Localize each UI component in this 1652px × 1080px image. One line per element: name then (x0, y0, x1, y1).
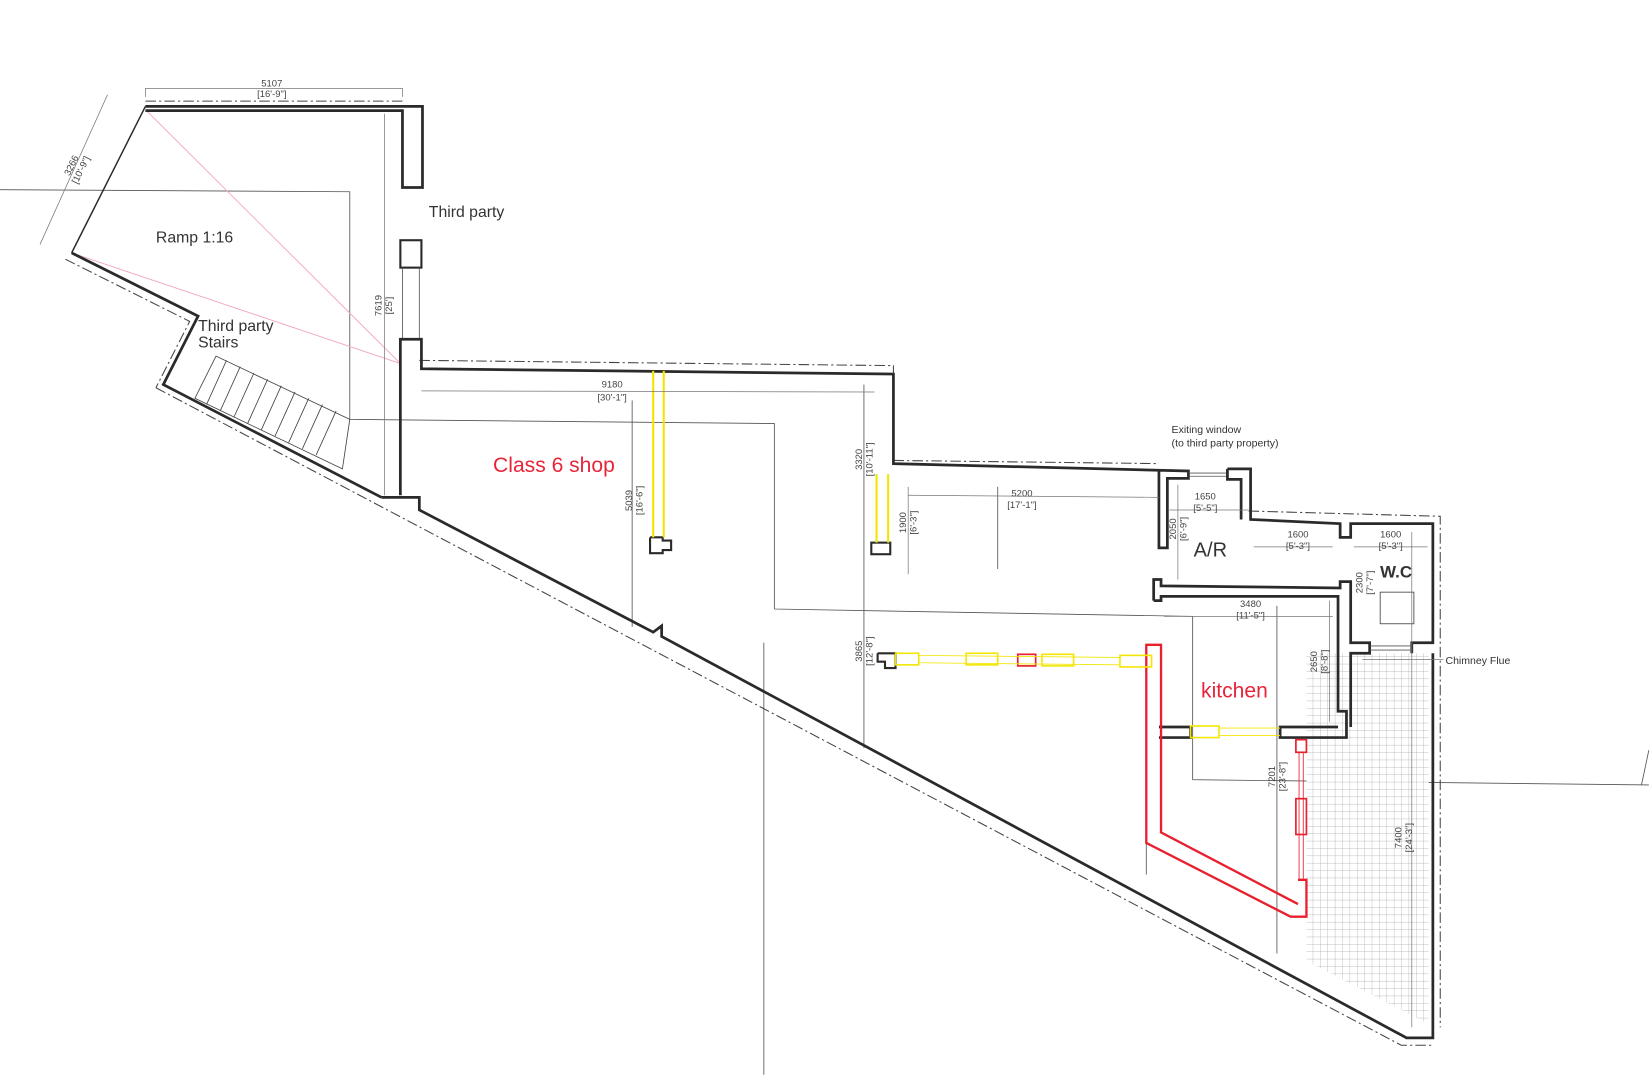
dim-1600-ar: 1600 (1287, 529, 1308, 540)
site-boundary (65, 100, 1441, 1046)
openings (652, 370, 1281, 739)
proposed-walls (1016, 643, 1308, 918)
ramp-label: Ramp 1:16 (156, 229, 233, 246)
existing-walls (70, 105, 1435, 1040)
dim-2050-imp: [6'-9"] (1178, 517, 1189, 541)
dim-1900: 1900 (898, 512, 909, 533)
dim-2650: 2650 (1309, 651, 1320, 672)
dim-2300: 2300 (1354, 572, 1365, 593)
third-party-label: Third party (429, 204, 505, 221)
stairs-label-line2: Stairs (198, 335, 238, 352)
dim-3480-imp: [11'-5"] (1236, 610, 1265, 621)
dim-5107-imp: [16'-9"] (257, 89, 286, 100)
dim-2650-imp: [8'-8"] (1320, 650, 1331, 674)
chimney-flue-label: Chimney Flue (1446, 655, 1511, 667)
third-party-stairs (194, 355, 351, 470)
window-note-line1: Exiting window (1172, 424, 1242, 436)
tiled-terrace (1306, 653, 1429, 1025)
dim-9180: 9180 (602, 380, 623, 391)
dim-1600-wc: 1600 (1380, 529, 1401, 540)
dimension-labels: 5107 [16'-9"] 3266 [10'-9"] 7619 [25'] 9… (62, 78, 1415, 852)
dim-1600-wc-imp: [5'-3"] (1379, 541, 1403, 552)
dim-2050: 2050 (1168, 518, 1179, 539)
dim-2300-imp: [7'-7"] (1365, 571, 1376, 595)
dim-3320: 3320 (854, 449, 865, 470)
window-note-line2: (to third party property) (1172, 438, 1279, 450)
dim-7201: 7201 (1267, 766, 1278, 787)
ramp-sight-lines (71, 111, 401, 364)
dim-3320-imp: [10'-11"] (864, 442, 875, 476)
dim-3865: 3865 (854, 641, 865, 662)
dim-9180-imp: [30'-1"] (597, 392, 626, 403)
reference-lines (0, 189, 1650, 1075)
dim-7619-imp: [25'] (384, 297, 395, 315)
dim-7400: 7400 (1393, 827, 1404, 848)
dim-5107: 5107 (261, 78, 282, 89)
ar-label: A/R (1194, 539, 1227, 561)
dim-5200: 5200 (1011, 488, 1032, 499)
dim-1650-imp: [5'-5"] (1193, 503, 1217, 514)
dim-3865-imp: [12'-8"] (864, 636, 875, 665)
stairs-label-line1: Third party (198, 318, 274, 335)
dim-1600-ar-imp: [5'-3"] (1286, 541, 1310, 552)
room-labels: Ramp 1:16 Third party Third party Stairs… (156, 204, 1511, 702)
dim-1650: 1650 (1195, 491, 1216, 502)
kitchen-label: kitchen (1201, 680, 1268, 703)
dim-7619: 7619 (373, 295, 384, 316)
dimension-lines (39, 88, 1444, 1028)
dim-7400-imp: [24'-3"] (1404, 823, 1415, 852)
dim-7201-imp: [23'-8"] (1277, 762, 1288, 791)
dim-1900-imp: [6'-3"] (909, 511, 920, 535)
dim-3480: 3480 (1240, 599, 1261, 610)
wc-label: W.C (1380, 562, 1412, 581)
shop-label: Class 6 shop (493, 454, 615, 477)
dim-5039: 5039 (624, 490, 635, 511)
dim-5200-imp: [17'-1"] (1007, 500, 1036, 511)
dim-5039-imp: [16'-6"] (635, 486, 646, 515)
